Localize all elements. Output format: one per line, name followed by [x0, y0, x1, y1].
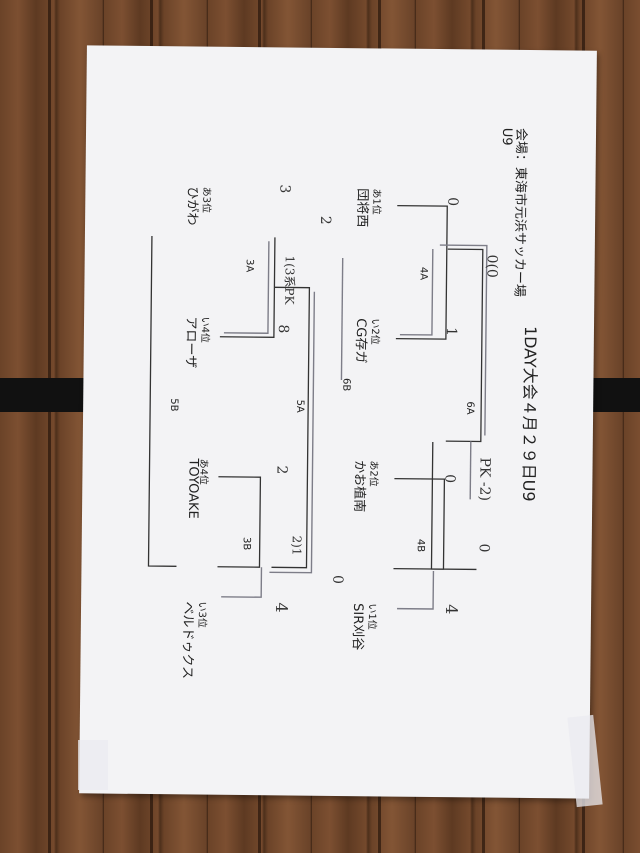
score-5a-top: 2 [317, 215, 334, 225]
score-5a-bottom: 0 [329, 574, 346, 585]
match-3a: 3A [243, 259, 255, 273]
team-b3: ベルドゥクス [179, 601, 196, 680]
team-a3: ひがわ [184, 186, 200, 226]
team-b1: SIR刈谷 [349, 603, 366, 651]
match-4b: 4B [414, 538, 426, 553]
category-label: U9 [498, 127, 515, 146]
score-4a-top: 0(0 [483, 254, 500, 278]
match-4a: 4A [417, 266, 429, 281]
match-5a: 5A [294, 399, 306, 413]
plank-seam [48, 0, 51, 853]
team-b2: CG存ガ [352, 318, 369, 364]
page-title: 1DAY大会４月２９日U9 [519, 325, 541, 502]
tape-strip [78, 740, 108, 790]
team-b4: アローザ [182, 316, 199, 369]
score-a2: 0 [441, 474, 458, 484]
score-6a-right: 0 [475, 543, 492, 553]
score-a3: 3 [276, 184, 293, 194]
score-3b: 2)1 [289, 535, 304, 556]
score-a4: 2 [273, 465, 290, 475]
match-5b: 5B [168, 398, 180, 412]
match-6b: 6B [340, 378, 352, 392]
score-6a-pk: PK -2) [476, 457, 493, 502]
tournament-bracket [147, 204, 488, 610]
team-a1: 団将西 [354, 188, 370, 228]
venue-label: 会場：東海市元浜サッカー場 [511, 127, 529, 297]
score-b3: 4 [272, 602, 292, 613]
team-a4: TOYOAKE [184, 458, 201, 519]
score-b1: 4 [441, 604, 462, 615]
match-3b: 3B [240, 536, 252, 551]
score-3a-pk: 1(3系PK [282, 255, 297, 305]
score-a1: 0 [444, 197, 461, 207]
score-b4: 8 [274, 324, 292, 334]
score-b2: 1 [442, 327, 459, 337]
match-6a: 6A [464, 401, 476, 415]
team-a2: かお植南 [351, 460, 367, 513]
bracket-sheet: 1DAY大会４月２９日U9 会場：東海市元浜サッカー場 U9 あ1位 団将西 い… [79, 45, 597, 799]
